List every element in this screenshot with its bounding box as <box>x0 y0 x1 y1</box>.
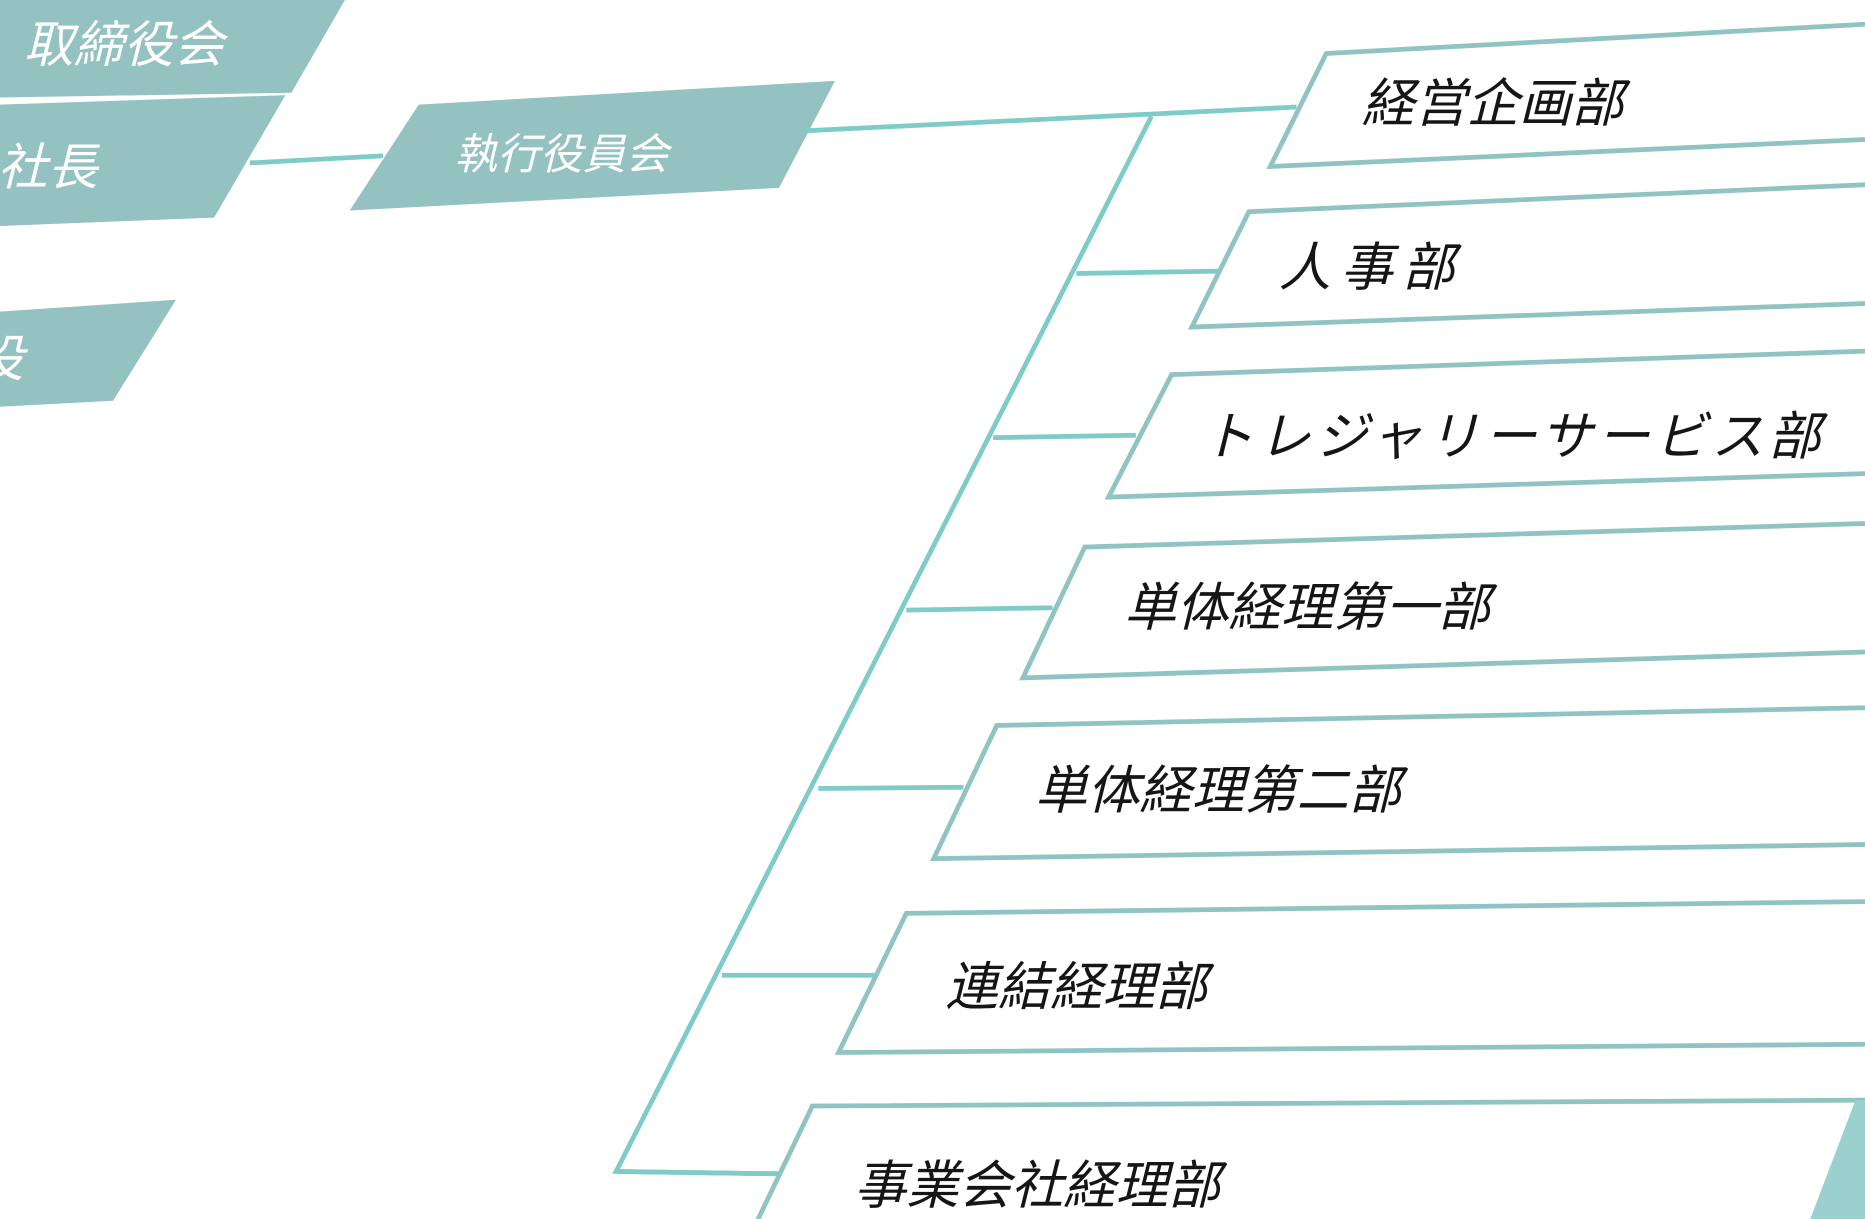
department-connector <box>906 605 1053 613</box>
department-node[interactable]: 単体経理第二部 <box>929 705 1865 862</box>
department-connector <box>993 432 1136 441</box>
department-box <box>1266 21 1865 170</box>
department-box <box>834 899 1865 1055</box>
department-label: 連結経理部 <box>942 957 1219 1018</box>
partial-node-bottom-right <box>1810 1100 1865 1219</box>
board-label: 取締役会 <box>21 16 235 74</box>
department-box <box>755 1097 1865 1219</box>
department-label: 事業会社経理部 <box>851 1155 1232 1216</box>
department-label: 単体経理第二部 <box>1032 760 1413 821</box>
executive-committee-node[interactable]: 執行役員会 <box>349 80 835 211</box>
department-node[interactable]: 人事部 <box>1187 182 1865 330</box>
department-box <box>1019 521 1865 681</box>
department-connector <box>1076 268 1220 276</box>
department-connector <box>818 784 964 791</box>
department-label: 単体経理第一部 <box>1121 577 1502 638</box>
department-node[interactable]: 連結経理部 <box>834 899 1865 1055</box>
department-node[interactable]: 経営企画部 <box>1266 21 1865 170</box>
department-label: トレジャリーサービス部 <box>1198 406 1837 467</box>
committee-connector <box>803 104 1297 134</box>
board-node[interactable]: 取締役会 <box>0 0 345 98</box>
department-connector <box>616 1169 780 1177</box>
department-box <box>929 705 1865 862</box>
president-connector <box>249 153 384 166</box>
executive-committee-label: 執行役員会 <box>452 130 678 179</box>
department-node[interactable]: トレジャリーサービス部 <box>1104 348 1865 500</box>
president-node[interactable]: 社長 <box>0 95 286 226</box>
president-label: 社長 <box>0 138 109 196</box>
department-label: 人事部 <box>1275 237 1476 298</box>
department-label: 経営企画部 <box>1359 73 1636 134</box>
department-node[interactable]: 単体経理第一部 <box>1019 521 1865 681</box>
department-node[interactable]: 事業会社経理部 <box>755 1097 1865 1219</box>
department-box <box>1187 182 1865 330</box>
department-box <box>1104 348 1865 500</box>
officer-node[interactable]: 役 <box>0 299 177 407</box>
